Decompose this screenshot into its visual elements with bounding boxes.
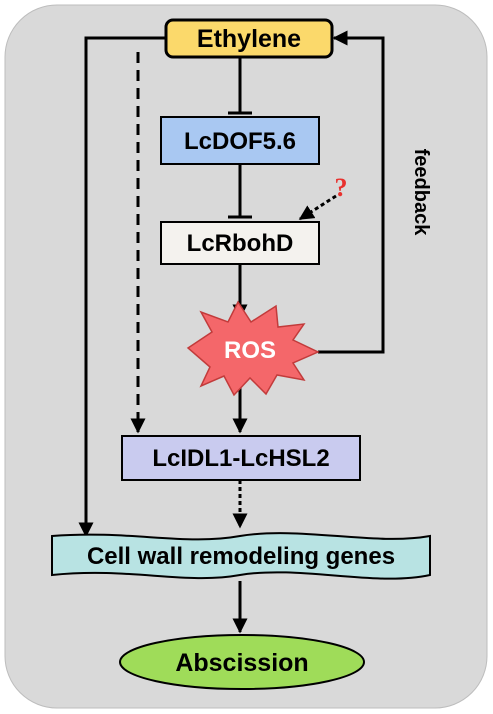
node-ros: ROS — [186, 300, 320, 397]
cellwall-banner-shape — [51, 532, 431, 580]
arrow-feedback-ros-to-ethylene — [318, 30, 385, 354]
unknown-factor-label: ? — [335, 173, 348, 202]
node-abscission: Abscission — [119, 634, 365, 690]
node-ros-label: ROS — [224, 337, 276, 364]
arrow-ethylene-to-cellwall — [78, 36, 166, 538]
dotted-arrow-unknown-to-lcrbohd — [298, 194, 337, 221]
node-lcrbohd-label: LcRbohD — [187, 230, 294, 257]
node-lcdof: LcDOF5.6 — [160, 116, 320, 165]
node-ethylene-label: Ethylene — [197, 25, 301, 53]
node-lcidl: LcIDL1-LcHSL2 — [121, 435, 361, 481]
node-cellwall: Cell wall remodeling genes — [51, 532, 431, 580]
node-lcidl-label: LcIDL1-LcHSL2 — [152, 445, 329, 472]
feedback-label: feedback — [410, 149, 432, 237]
ros-burst-shape — [186, 300, 320, 397]
node-lcrbohd: LcRbohD — [160, 221, 320, 265]
node-cellwall-label: Cell wall remodeling genes — [87, 543, 395, 570]
node-lcdof-label: LcDOF5.6 — [184, 128, 296, 155]
node-ethylene: Ethylene — [164, 18, 334, 59]
node-abscission-label: Abscission — [175, 649, 308, 677]
